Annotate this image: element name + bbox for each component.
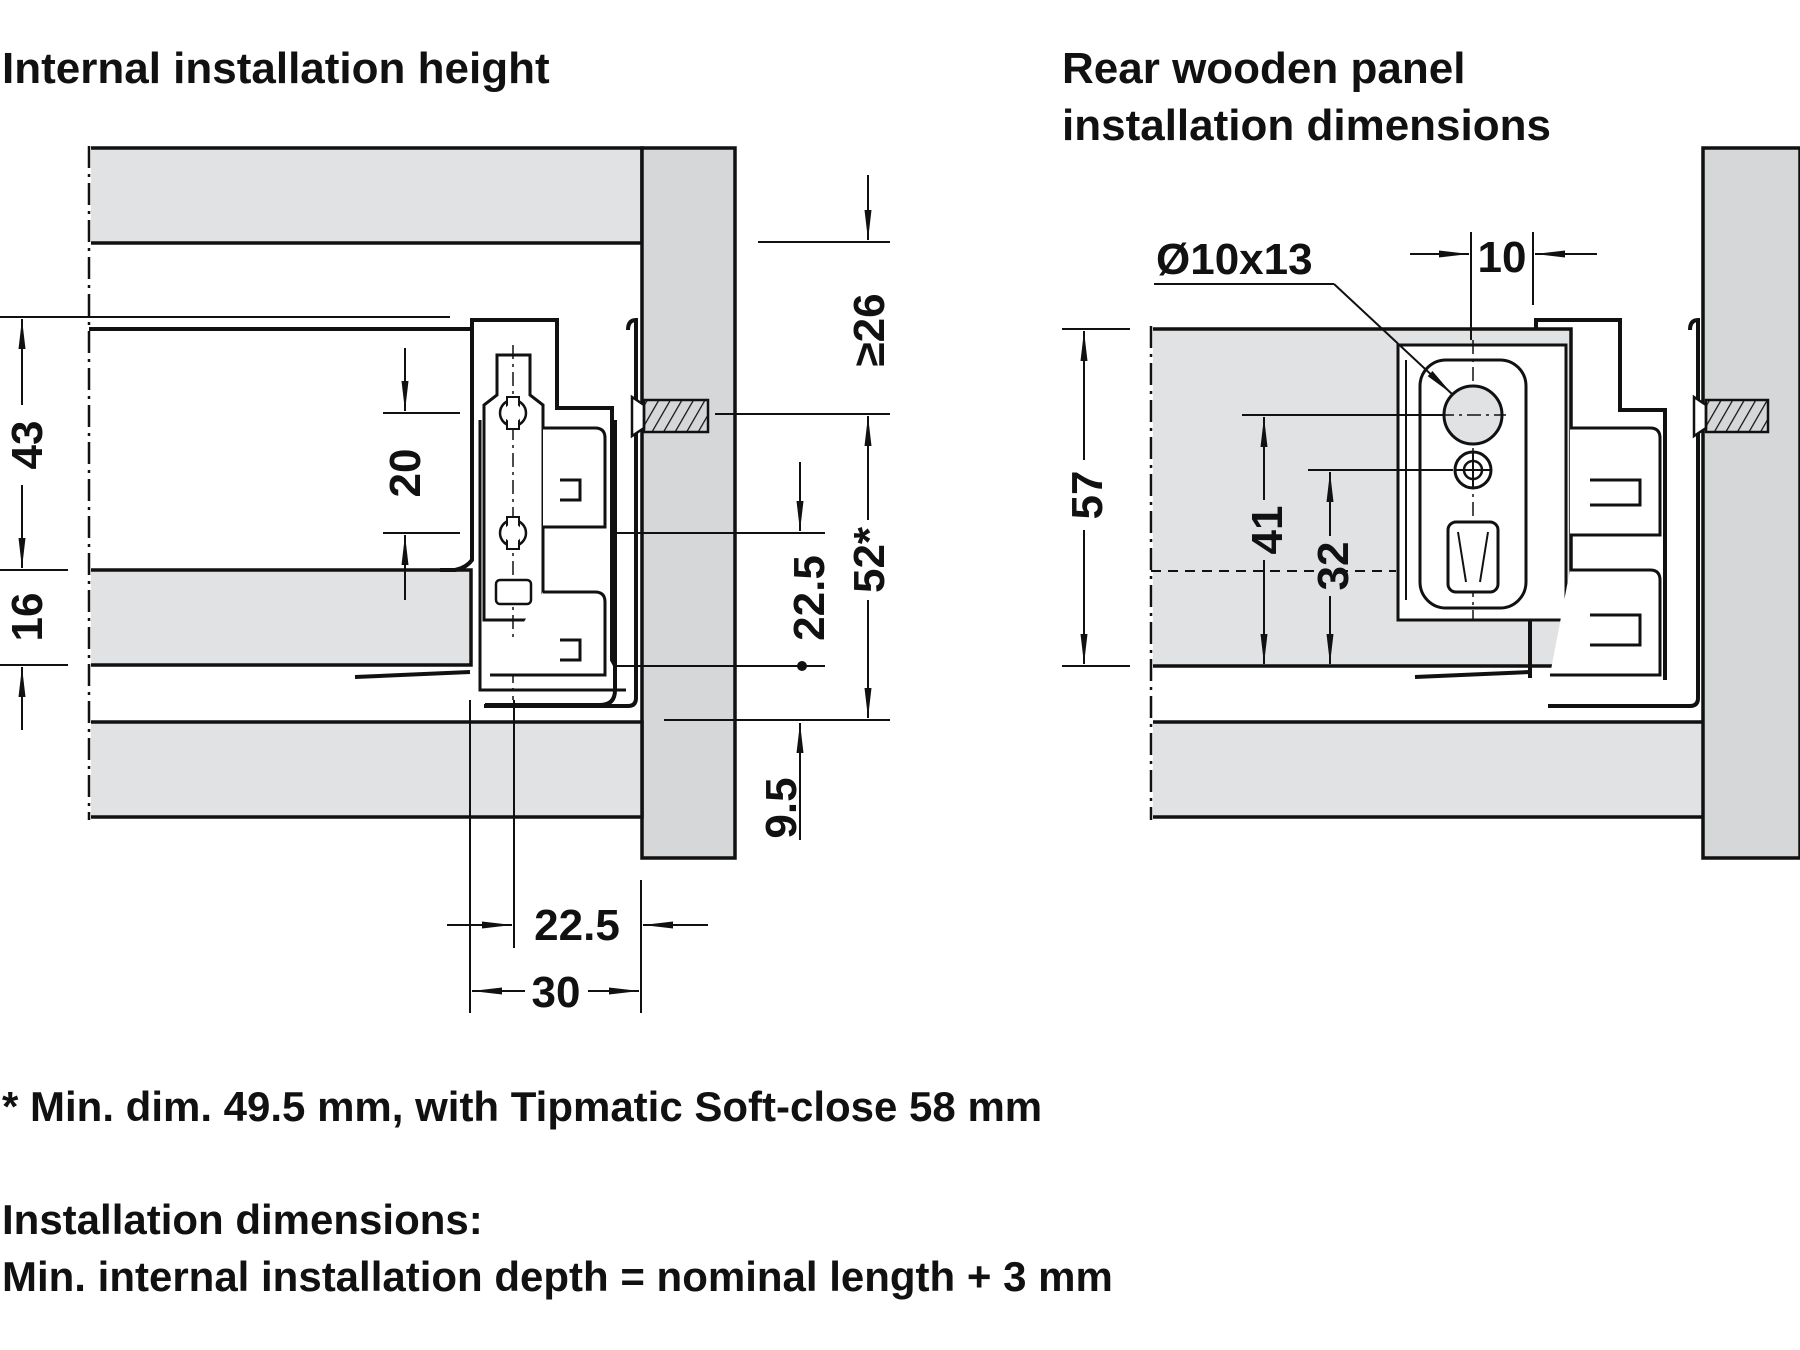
hole-size-label: Ø10x13 bbox=[1156, 235, 1313, 284]
installation-dimensions-heading: Installation dimensions: bbox=[2, 1196, 483, 1243]
dim-43: 43 bbox=[3, 421, 52, 470]
dim-10: 10 bbox=[1478, 233, 1527, 282]
dim-32: 32 bbox=[1309, 542, 1358, 591]
right-diagram: Rear wooden panel installation dimension… bbox=[1062, 44, 1800, 860]
right-cabinet-side-panel bbox=[1701, 146, 1800, 860]
dim-22-5-horizontal: 22.5 bbox=[534, 901, 620, 950]
reference-dot bbox=[797, 661, 807, 671]
dim-57: 57 bbox=[1063, 471, 1112, 520]
dim-16: 16 bbox=[3, 593, 52, 642]
slot-icon bbox=[494, 578, 533, 606]
screw-head-icon bbox=[1453, 450, 1493, 490]
lower-panel bbox=[87, 720, 644, 819]
dim-52: 52* bbox=[845, 526, 894, 593]
rear-bracket bbox=[1396, 317, 1700, 708]
left-diagram-title: Internal installation height bbox=[2, 44, 550, 93]
cabinet-side-panel bbox=[640, 146, 737, 860]
right-lower-panel bbox=[1149, 720, 1706, 819]
drawer-bottom-panel bbox=[87, 568, 473, 667]
right-diagram-title-line1: Rear wooden panel bbox=[1062, 44, 1465, 93]
right-diagram-title-line2: installation dimensions bbox=[1062, 101, 1551, 150]
right-screw-icon bbox=[1692, 394, 1770, 439]
left-diagram: Internal installation height bbox=[0, 44, 894, 1017]
screw-icon bbox=[630, 394, 710, 439]
hole-callout-leader bbox=[1333, 283, 1453, 395]
slot-icon bbox=[1446, 520, 1500, 594]
fixing-hole-icon bbox=[498, 396, 528, 430]
runner-assembly bbox=[354, 317, 638, 708]
fixing-hole-icon bbox=[498, 516, 528, 550]
top-panel bbox=[87, 146, 644, 245]
footnote: * Min. dim. 49.5 mm, with Tipmatic Soft-… bbox=[2, 1083, 1043, 1130]
dim-9-5: 9.5 bbox=[757, 777, 806, 838]
dim-41: 41 bbox=[1243, 506, 1292, 555]
dim-22-5-vertical: 22.5 bbox=[785, 555, 834, 641]
dim-26: ≥26 bbox=[845, 293, 894, 366]
installation-depth-note: Min. internal installation depth = nomin… bbox=[2, 1253, 1113, 1300]
dim-30: 30 bbox=[532, 968, 581, 1017]
dim-20: 20 bbox=[381, 449, 430, 498]
